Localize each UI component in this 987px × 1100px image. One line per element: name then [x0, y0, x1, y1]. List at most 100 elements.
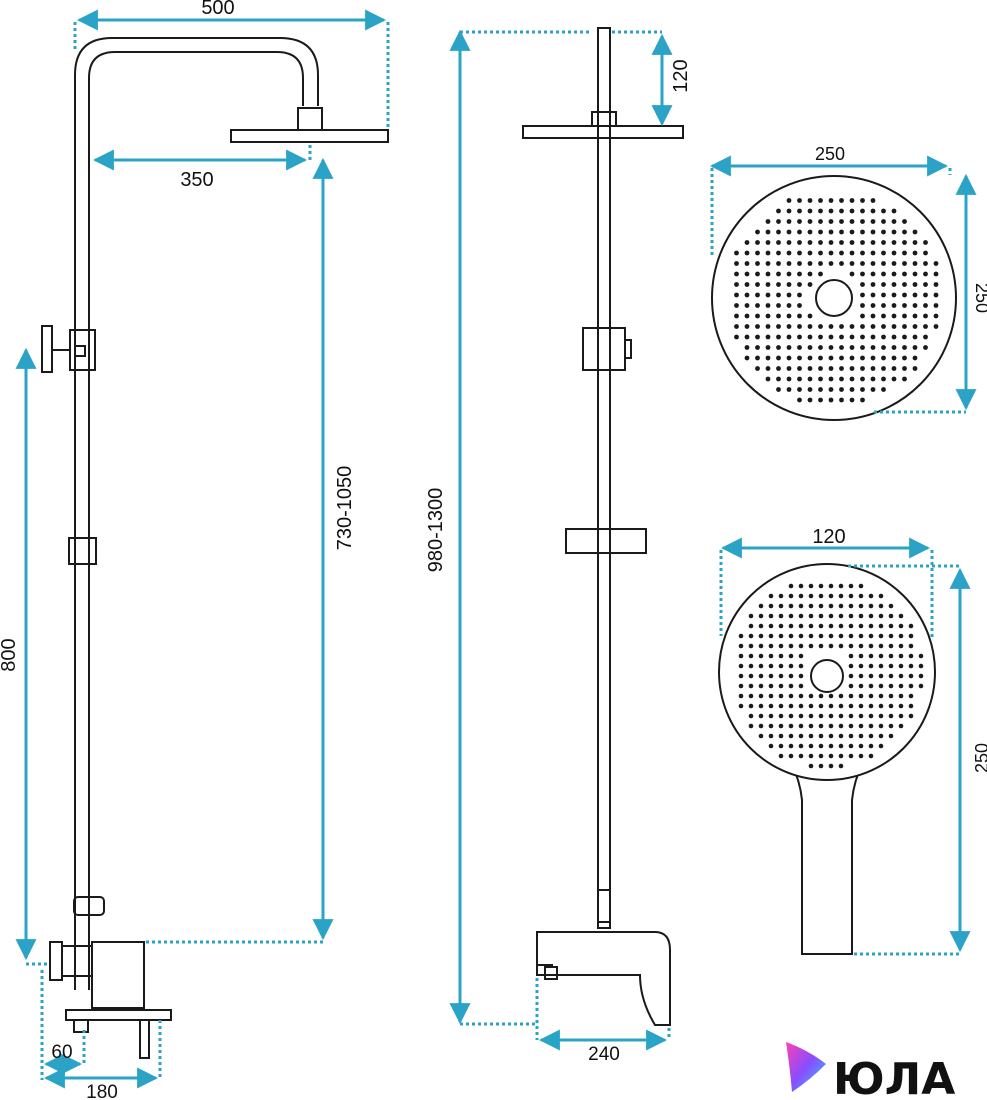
nozzle-dot — [765, 334, 771, 340]
nozzle-dot — [776, 324, 781, 329]
nozzle-dot — [881, 282, 886, 287]
nozzle-dot — [849, 366, 855, 371]
nozzle-dot — [868, 703, 874, 709]
nozzle-dot — [891, 229, 897, 235]
nozzle-dot — [828, 334, 834, 340]
nozzle-dot — [776, 250, 781, 256]
nozzle-dot — [838, 603, 844, 609]
nozzle-dot — [808, 623, 814, 629]
nozzle-dot — [755, 282, 760, 287]
nozzle-dot — [734, 271, 739, 277]
nozzle-dot — [758, 643, 764, 649]
nozzle-dot — [860, 261, 865, 266]
nozzle-dot — [870, 208, 876, 214]
nozzle-dot — [818, 376, 823, 382]
nozzle-dot — [768, 613, 774, 619]
nozzle-dot — [818, 271, 823, 277]
nozzle-dot — [778, 713, 784, 719]
nozzle-dot — [849, 219, 855, 224]
nozzle-dot — [818, 753, 824, 759]
nozzle-dot — [818, 723, 824, 729]
front-view-labels: 980-1300 120 240 — [425, 59, 692, 1065]
label-wall-projection: 180 — [86, 1082, 118, 1100]
nozzle-dot — [839, 355, 844, 361]
nozzle-dot — [788, 653, 794, 659]
nozzle-dot — [818, 366, 823, 371]
nozzle-dot — [786, 229, 792, 235]
nozzle-dot — [748, 663, 754, 669]
nozzle-dot — [898, 663, 904, 669]
nozzle-dot — [758, 633, 764, 639]
nozzle-dot — [902, 313, 907, 319]
nozzle-dot — [807, 198, 813, 203]
nozzle-dot — [849, 324, 855, 329]
nozzle-dot — [878, 653, 884, 659]
nozzle-dot — [748, 673, 754, 679]
nozzle-dot — [923, 303, 928, 308]
nozzle-dot — [848, 623, 854, 629]
nozzle-dot — [828, 613, 834, 619]
nozzle-dot — [908, 643, 914, 649]
nozzle-dot — [788, 593, 794, 599]
nozzle-dot — [788, 703, 794, 709]
nozzle-dot — [765, 345, 771, 350]
nozzle-dot — [758, 623, 764, 629]
hand-shower-center — [810, 659, 844, 693]
nozzle-dot — [888, 713, 894, 719]
nozzle-dot — [755, 345, 760, 350]
nozzle-dot — [828, 713, 834, 719]
side-view-labels: 500 350 730-1050 800 60 180 — [0, 0, 356, 1100]
label-mixer-height: 800 — [0, 638, 20, 671]
nozzle-dot — [748, 693, 754, 699]
nozzle-dot — [778, 603, 784, 609]
nozzle-dot — [828, 229, 834, 235]
nozzle-dot — [839, 334, 844, 340]
nozzle-dot — [881, 229, 886, 235]
nozzle-dot — [744, 271, 750, 277]
front-view — [522, 27, 684, 1026]
nozzle-dot — [797, 376, 802, 382]
nozzle-dot — [848, 753, 854, 759]
nozzle-dot — [891, 324, 897, 329]
nozzle-dot — [891, 282, 897, 287]
yula-logo-text: ЮЛА — [833, 1054, 955, 1100]
nozzle-dot — [828, 703, 834, 709]
nozzle-dot — [808, 713, 814, 719]
nozzle-dot — [839, 198, 844, 203]
nozzle-dot — [858, 693, 864, 699]
nozzle-dot — [786, 282, 792, 287]
label-top-offset: 120 — [670, 59, 692, 92]
nozzle-dot — [912, 250, 918, 256]
nozzle-dot — [798, 753, 804, 759]
nozzle-dot — [778, 623, 784, 629]
nozzle-dot — [818, 623, 824, 629]
nozzle-dot — [828, 366, 834, 371]
nozzle-dot — [788, 723, 794, 729]
nozzle-dot — [768, 643, 774, 649]
side-mixer-body — [91, 941, 145, 1009]
nozzle-dot — [807, 324, 813, 329]
nozzle-dot — [858, 653, 864, 659]
nozzle-dot — [786, 271, 792, 277]
nozzle-dot — [898, 713, 904, 719]
nozzle-dot — [807, 334, 813, 340]
nozzle-dot — [888, 623, 894, 629]
label-arm-reach: 350 — [180, 169, 213, 191]
nozzle-dot — [776, 208, 781, 214]
nozzle-dot — [818, 324, 823, 329]
nozzle-dot — [918, 683, 924, 689]
nozzle-dot — [798, 733, 804, 739]
nozzle-dot — [798, 663, 804, 669]
nozzle-dot — [848, 733, 854, 739]
nozzle-dot — [734, 324, 739, 329]
nozzle-dot — [849, 345, 855, 350]
nozzle-dot — [808, 643, 814, 649]
nozzle-dot — [797, 208, 802, 214]
nozzle-dot — [848, 723, 854, 729]
nozzle-dot — [870, 334, 876, 340]
nozzle-dot — [788, 623, 794, 629]
nozzle-dot — [891, 261, 897, 266]
nozzle-dot — [798, 623, 804, 629]
overhead-shower-center — [815, 279, 853, 317]
nozzle-dot — [868, 663, 874, 669]
